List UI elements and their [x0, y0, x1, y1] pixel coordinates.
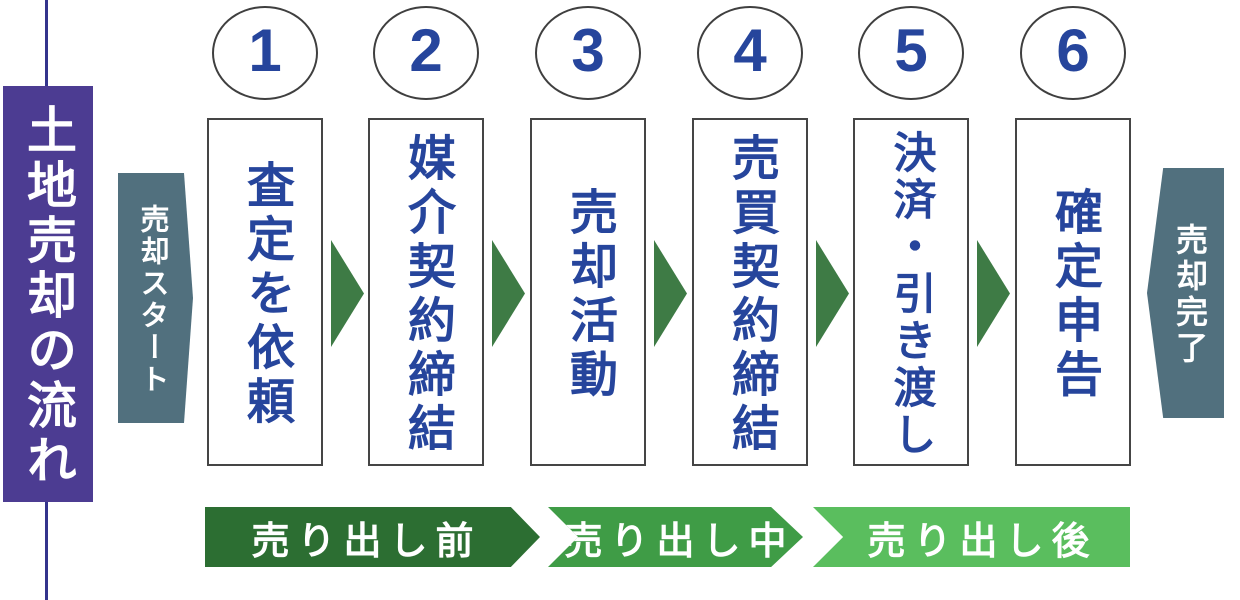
start-arrow: 売却スタート — [118, 173, 193, 423]
step-5-number-circle: 5 — [858, 6, 964, 100]
page-title: 土地売却の流れ — [20, 104, 76, 489]
phase-after: 売り出し後 — [813, 507, 1130, 567]
step-6-box: 確定申告 — [1015, 118, 1131, 466]
step-3-number-circle: 3 — [535, 6, 641, 100]
start-arrow-label: 売却スタート — [136, 203, 168, 396]
step-1: 1 査定を依頼 — [207, 0, 323, 466]
end-arrow: 売却完了 — [1147, 168, 1224, 418]
flow-arrow-icon — [816, 240, 849, 347]
step-3: 3 売却活動 — [530, 0, 646, 466]
phase-before-label: 売り出し前 — [251, 520, 482, 563]
step-4-box: 売買契約締結 — [692, 118, 808, 466]
step-6-number: 6 — [1056, 17, 1090, 84]
step-1-number-circle: 1 — [212, 6, 318, 100]
phase-after-label: 売り出し後 — [867, 520, 1098, 563]
step-6-label: 確定申告 — [1047, 187, 1100, 403]
step-2-box: 媒介契約締結 — [368, 118, 484, 466]
step-1-box: 査定を依頼 — [207, 118, 323, 466]
step-2: 2 媒介契約締結 — [368, 0, 484, 466]
step-4: 4 売買契約締結 — [692, 0, 808, 466]
step-5-number: 5 — [894, 17, 928, 84]
phase-before: 売り出し前 — [205, 507, 540, 567]
step-4-number-circle: 4 — [697, 6, 803, 100]
step-1-number: 1 — [248, 17, 282, 84]
step-2-label: 媒介契約締結 — [400, 133, 453, 457]
flow-arrow-icon — [331, 240, 364, 347]
step-5-box: 決済・引き渡し — [853, 118, 969, 466]
step-3-number: 3 — [571, 17, 605, 84]
phase-during-label: 売り出し中 — [564, 520, 795, 563]
step-5-label: 決済・引き渡し — [887, 129, 935, 459]
step-2-number-circle: 2 — [373, 6, 479, 100]
step-3-label: 売却活動 — [562, 187, 615, 403]
step-6-number-circle: 6 — [1020, 6, 1126, 100]
step-4-number: 4 — [733, 17, 767, 84]
step-2-number: 2 — [409, 17, 443, 84]
step-1-label: 査定を依頼 — [239, 160, 292, 430]
flow-arrow-icon — [977, 240, 1010, 347]
flow-arrow-icon — [492, 240, 525, 347]
step-4-label: 売買契約締結 — [724, 133, 777, 457]
step-5: 5 決済・引き渡し — [853, 0, 969, 466]
title-banner: 土地売却の流れ — [3, 86, 93, 502]
flow-arrow-icon — [654, 240, 687, 347]
step-6: 6 確定申告 — [1015, 0, 1131, 466]
end-arrow-label: 売却完了 — [1172, 223, 1208, 367]
step-3-box: 売却活動 — [530, 118, 646, 466]
phase-during: 売り出し中 — [548, 507, 803, 567]
